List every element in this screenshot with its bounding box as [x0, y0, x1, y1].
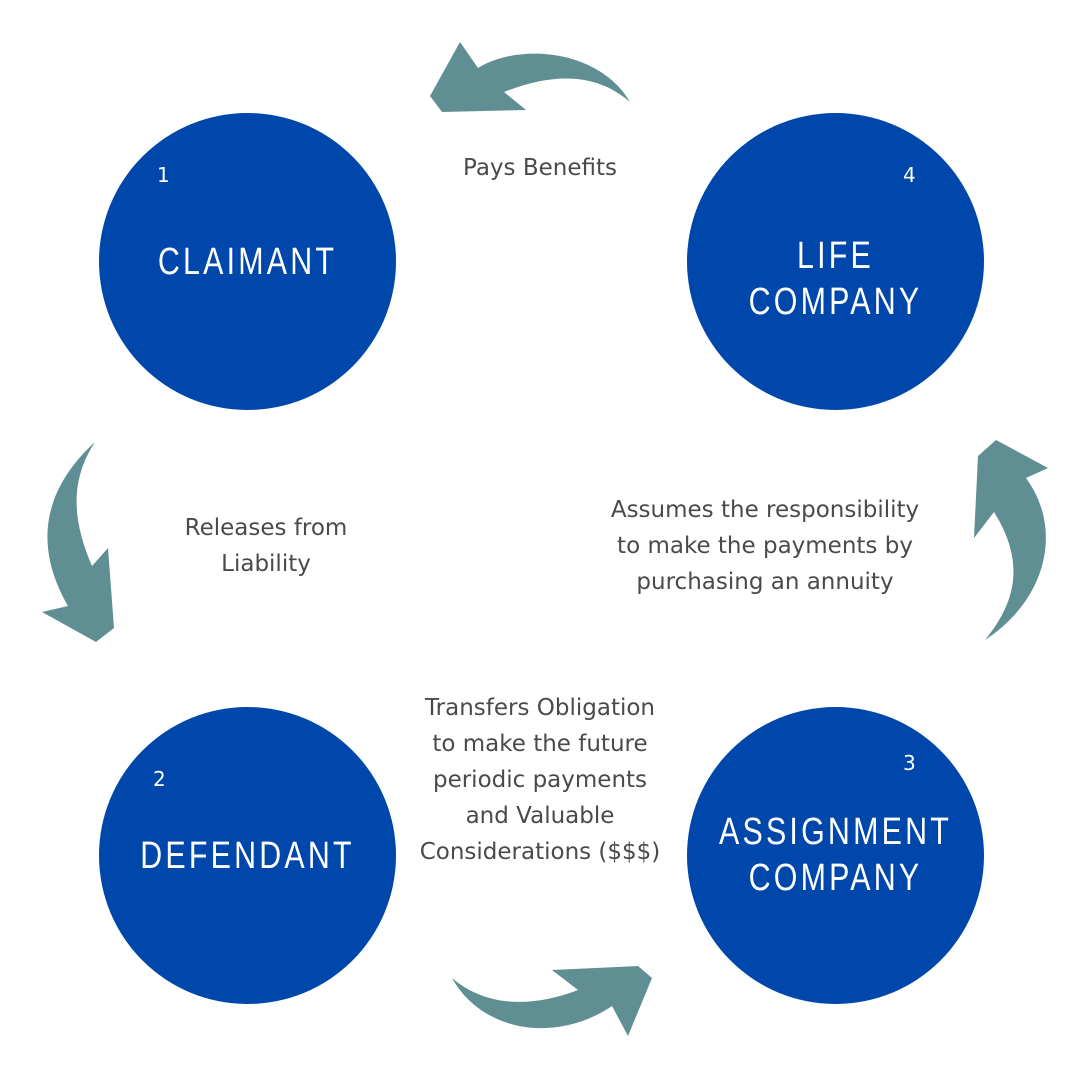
transfers-line4: and Valuable — [465, 803, 615, 829]
transfers-label: Transfers Obligation to make the future … — [395, 690, 685, 870]
releases-line2: Liability — [221, 551, 311, 577]
transfers-line1: Transfers Obligation — [424, 695, 655, 721]
assumes-line3: purchasing an annuity — [636, 569, 894, 595]
releases-arrow — [42, 442, 114, 642]
transfers-line5: Considerations ($$$) — [419, 839, 661, 865]
assignment-company-title-line1: ASSIGNMENT — [719, 811, 952, 853]
claimant-title: CLAIMANT — [157, 241, 338, 283]
assumes-line1: Assumes the responsibility — [610, 497, 920, 523]
transfers-line3: periodic payments — [432, 767, 648, 793]
assumes-label: Assumes the responsibility to make the p… — [590, 492, 940, 600]
claimant-number: 1 — [157, 163, 170, 187]
releases-label: Releases from Liability — [150, 510, 382, 582]
assignment-company-title-line2: COMPANY — [748, 857, 923, 899]
life-company-number: 4 — [903, 163, 916, 187]
assignment-company-node: 3 ASSIGNMENT COMPANY — [687, 707, 984, 1004]
life-company-node: 4 LIFE COMPANY — [687, 113, 984, 410]
life-company-title: LIFE COMPANY — [748, 235, 923, 323]
pays-benefits-text: Pays Benefits — [463, 155, 617, 181]
transfers-line2: to make the future — [432, 731, 648, 757]
defendant-node: 2 DEFENDANT — [99, 707, 396, 1004]
assumes-line2: to make the payments by — [617, 533, 913, 559]
defendant-number: 2 — [153, 767, 166, 791]
claimant-node: 1 CLAIMANT — [99, 113, 396, 410]
assignment-company-number: 3 — [903, 751, 916, 775]
pays-benefits-label: Pays Benefits — [420, 150, 660, 186]
releases-line1: Releases from — [184, 515, 348, 541]
defendant-title: DEFENDANT — [140, 835, 355, 877]
transfers-arrow — [452, 966, 652, 1036]
pays-benefits-arrow — [430, 42, 630, 112]
assumes-arrow — [974, 440, 1048, 640]
